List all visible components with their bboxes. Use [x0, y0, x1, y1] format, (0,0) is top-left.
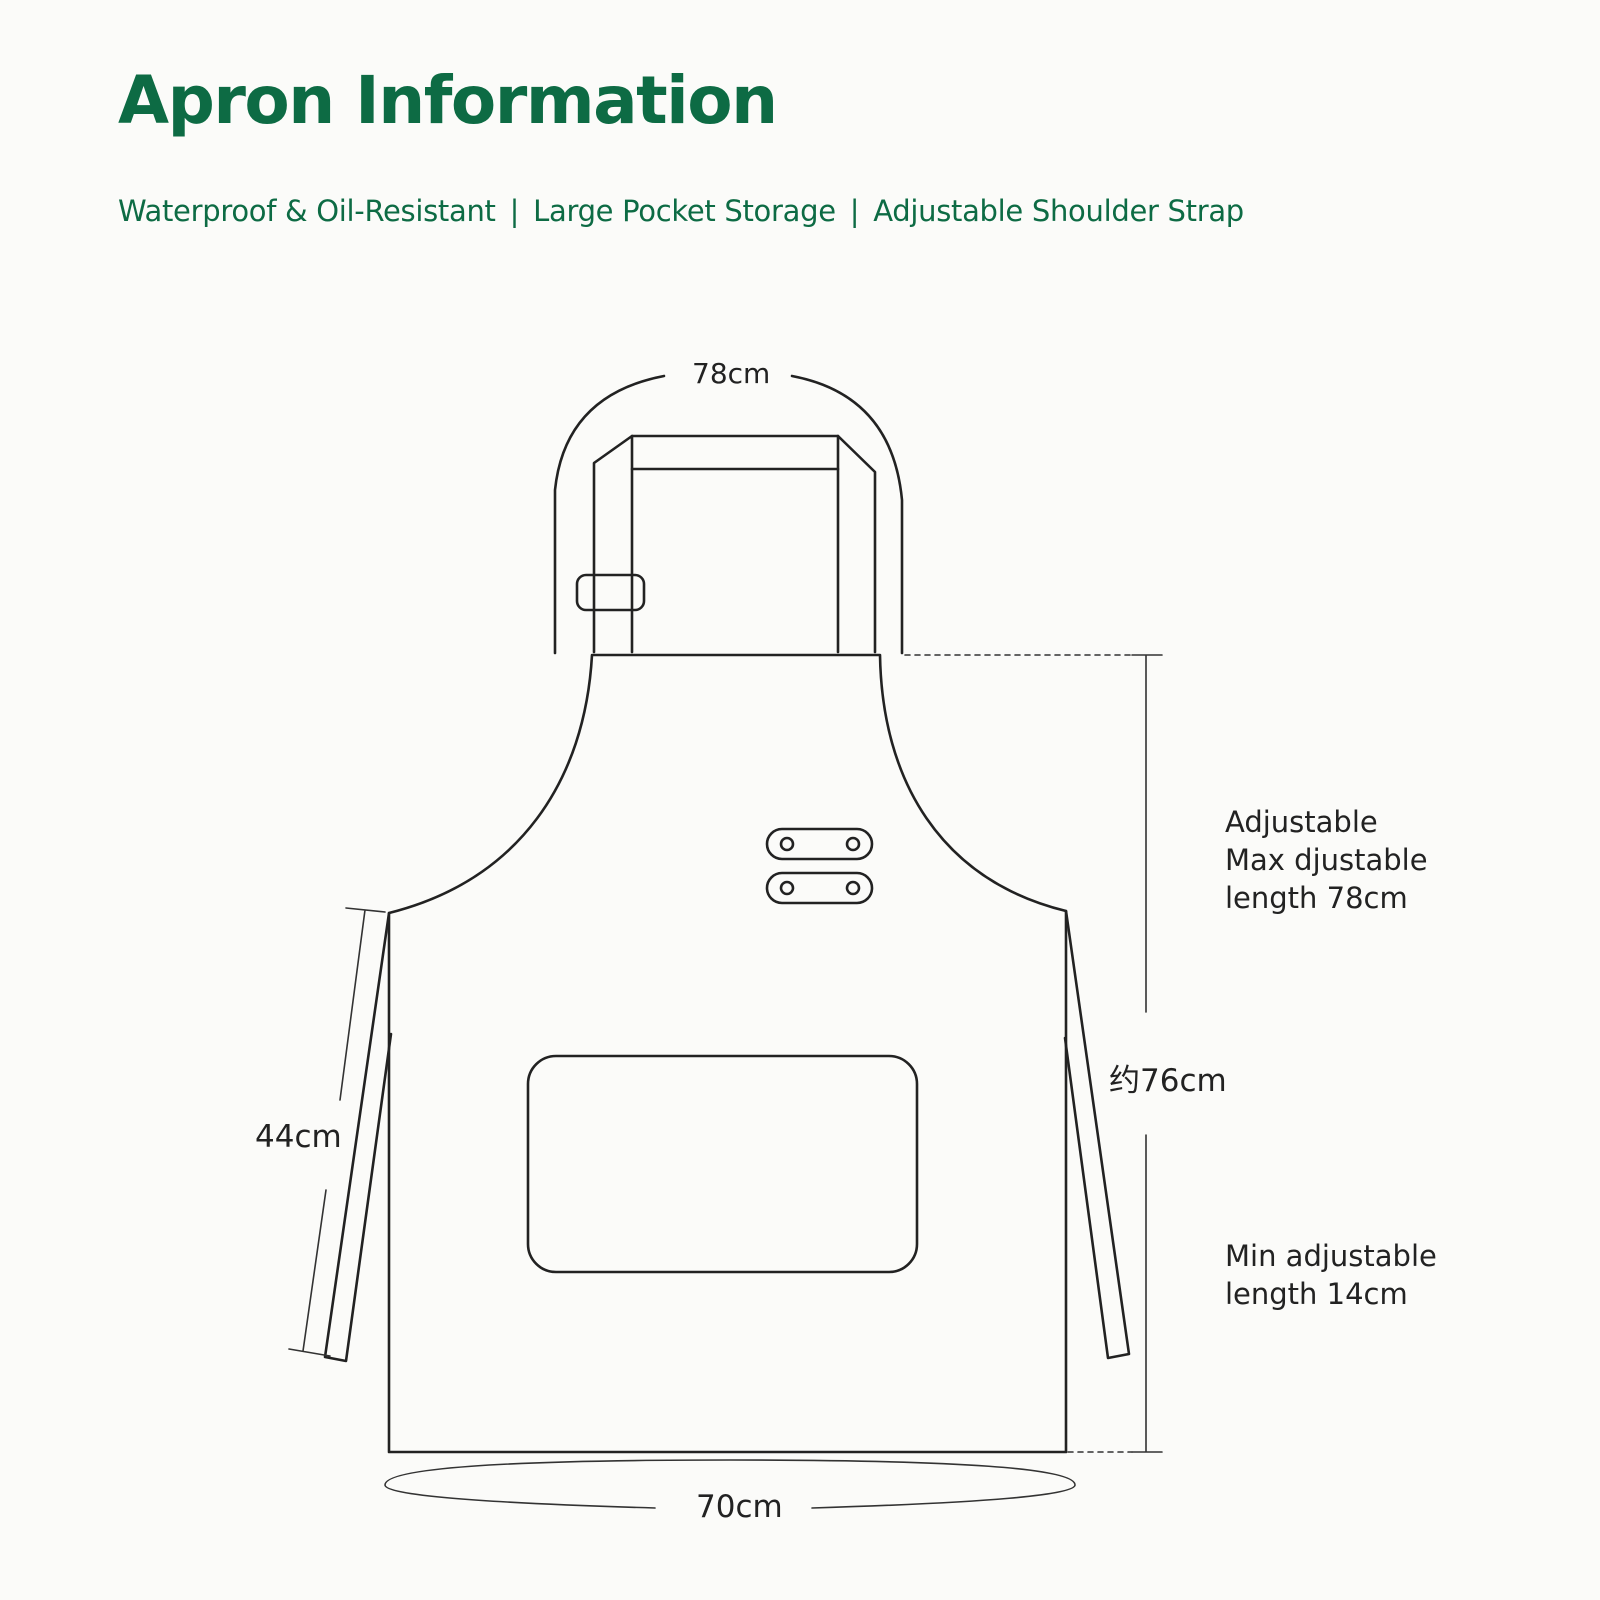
rivet [845, 836, 861, 852]
rivet [845, 880, 861, 896]
feature-separator: | [509, 194, 520, 228]
neck-strap-label: 78cm [692, 357, 771, 390]
width-dimension-ellipse [384, 1459, 1076, 1509]
note-line: Adjustable [1225, 805, 1378, 839]
max-adjustable-note: Adjustable Max djustable length 78cm [1225, 803, 1428, 917]
neck-dimension-arc [553, 374, 666, 655]
length-dimension-line [1131, 654, 1163, 1453]
note-line: length 78cm [1225, 881, 1408, 915]
feature-waterproof: Waterproof & Oil-Resistant [118, 194, 496, 228]
neck-dimension-arc [790, 374, 904, 655]
front-pocket [526, 1054, 919, 1274]
feature-list: Waterproof & Oil-Resistant | Large Pocket … [118, 194, 1244, 228]
note-line: Max djustable [1225, 843, 1428, 877]
note-line: length 14cm [1225, 1277, 1408, 1311]
waist-tie-right [1063, 909, 1131, 1360]
strap-loop-upper [765, 827, 874, 861]
feature-pocket: Large Pocket Storage [533, 194, 836, 228]
rivet [779, 836, 795, 852]
length-dimension-guide [904, 654, 1133, 1453]
tie-dimension-line [288, 907, 386, 1357]
bottom-width-label: 70cm [696, 1489, 783, 1525]
tie-length-label: 44cm [255, 1119, 342, 1155]
strap-buckle [575, 573, 646, 612]
strap-loop-lower [765, 871, 874, 905]
min-adjustable-note: Min adjustable length 14cm [1225, 1237, 1437, 1313]
note-line: Min adjustable [1225, 1239, 1437, 1273]
feature-separator: | [849, 194, 860, 228]
apron-length-label: 约76cm [1109, 1063, 1227, 1099]
waist-tie-left [323, 911, 393, 1363]
page-title: Apron Information [118, 62, 778, 139]
feature-strap: Adjustable Shoulder Strap [873, 194, 1244, 228]
rivet [779, 880, 795, 896]
neck-strap-outer-left [592, 434, 634, 654]
neck-strap-top [630, 434, 840, 471]
neck-strap-outer-right [836, 434, 877, 654]
apron-body [387, 653, 1068, 1454]
